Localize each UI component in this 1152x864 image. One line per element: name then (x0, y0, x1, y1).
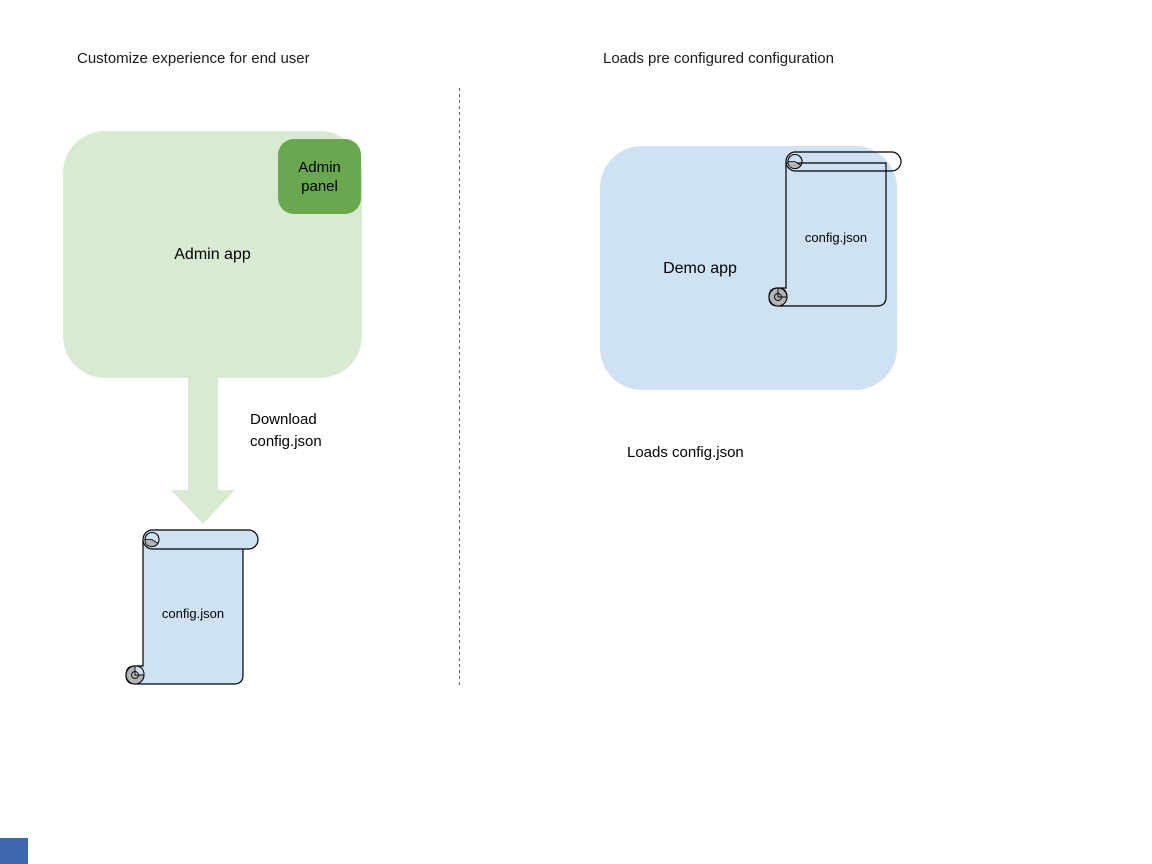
config-file-scroll-icon (768, 151, 902, 307)
left-section-title: Customize experience for end user (77, 50, 310, 67)
download-arrow-icon (171, 378, 235, 524)
demo-app-label: Demo app (663, 260, 737, 277)
config-file-scroll-icon (125, 529, 259, 685)
config-file-label: config.json (804, 230, 868, 245)
admin-panel-label: Admin panel (298, 158, 341, 195)
admin-panel-box: Admin panel (278, 139, 361, 214)
admin-app-label: Admin app (174, 245, 251, 263)
download-arrow-label: Download config.json (250, 411, 322, 450)
loads-config-caption: Loads config.json (627, 444, 744, 461)
config-file-label: config.json (161, 606, 225, 621)
right-section-title: Loads pre configured configuration (603, 50, 834, 67)
corner-marker (0, 838, 28, 864)
demo-app-box (600, 146, 897, 390)
section-divider (459, 88, 460, 686)
